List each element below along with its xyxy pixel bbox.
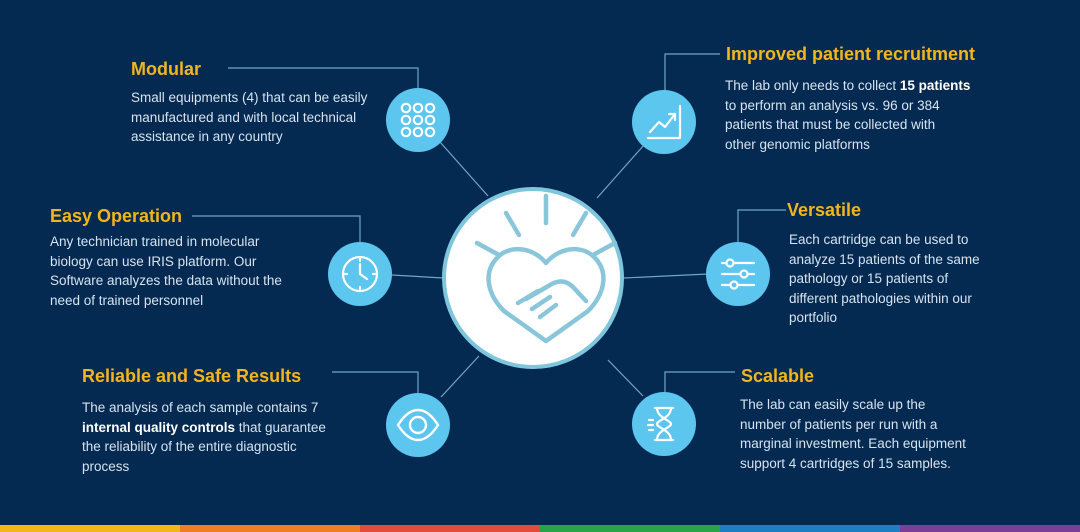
recruitment-desc-line: patients that must be collected with [725,117,936,132]
eye-icon [396,408,440,442]
connector-reliable [332,371,419,393]
modular-desc-line: assistance in any country [131,129,283,144]
versatile-desc-line: Each cartridge can be used to [789,232,969,247]
versatile-desc-line: different pathologies within our [789,290,972,306]
connector-easy-operation-center [391,274,444,279]
center-circle [442,187,624,369]
recruitment-title: Improved patient recruitment [726,44,976,64]
modular-title: Modular [131,59,201,79]
reliable-title: Reliable and Safe Results [82,366,302,386]
modular-description: Small equipments (4) that can be easily … [131,88,367,147]
connector-modular-center [439,141,489,197]
easy-operation-title: Easy Operation [50,206,183,226]
versatile-icon-circle [706,242,770,306]
connector-scalable-center [607,359,644,397]
recruitment-desc-pre: The lab only needs to collect [725,78,900,93]
versatile-desc-line: analyze 15 patients of the same [789,251,980,267]
scalable-title: Scalable [741,366,815,386]
reliable-desc-rest: that guarantee [235,419,326,435]
connector-versatile [737,209,786,242]
scalable-desc-line: marginal investment. Each equipment [740,436,966,451]
modular-icon-circle [386,88,450,152]
bottom-bar-segment [0,525,180,532]
recruitment-description: The lab only needs to collect 15 patient… [725,76,970,154]
reliable-desc-line: the reliability of the entire diagnostic [82,439,297,454]
connector-modular [228,67,419,90]
scalable-icon-circle [632,392,696,456]
bottom-bar-segment [180,525,360,532]
sliders-icon [720,258,756,290]
reliable-desc-line: The analysis of each sample contains 7 [82,400,319,415]
connector-scalable [664,371,735,394]
recruitment-icon-circle [632,90,696,154]
reliable-desc-line: internal quality controls that guarantee [82,418,326,438]
easy-operation-desc-line: biology can use IRIS platform. Our [50,253,257,269]
reliable-icon-circle [386,393,450,457]
bottom-bar-segment [540,525,720,532]
reliable-desc-bold: internal quality controls [82,419,236,435]
modular-desc-line: manufactured and with local technical [131,109,357,125]
versatile-desc-line: pathology or 15 patients of [789,271,949,286]
scalable-description: The lab can easily scale up the number o… [740,395,966,473]
reliable-description: The analysis of each sample contains 7 i… [82,398,326,476]
hourglass-icon [646,406,675,442]
easy-operation-desc-line: Software analyzes the data without the [50,273,282,288]
connector-recruitment-center [596,144,645,199]
bottom-bar-segment [360,525,540,532]
connector-versatile-center [623,273,709,279]
easy-operation-description: Any technician trained in molecular biol… [50,232,282,310]
versatile-desc-line: portfolio [789,310,838,325]
clock-icon [341,255,379,293]
reliable-desc-line: process [82,458,130,474]
versatile-title: Versatile [787,200,862,220]
scalable-desc-line: The lab can easily scale up the [740,397,926,412]
bottom-bar-segment [900,525,1080,532]
scalable-desc-line: number of patients per run with a [740,416,938,432]
scalable-desc-line: support 4 cartridges of 15 samples. [740,455,951,471]
recruitment-desc-line: other genomic platforms [725,136,870,152]
connector-easy-operation [192,215,361,244]
easy-operation-icon-circle [328,242,392,306]
connector-recruitment [664,53,720,92]
modular-desc-line: Small equipments (4) that can be easily [131,90,368,105]
heart-handshake-icon [474,193,618,344]
bottom-color-bar [0,525,1080,532]
easy-operation-desc-line: need of trained personnel [50,292,204,308]
trend-chart-icon [646,104,682,140]
connector-reliable-center [440,355,480,398]
easy-operation-desc-line: Any technician trained in molecular [50,234,260,249]
versatile-description: Each cartridge can be used to analyze 15… [789,230,980,328]
bottom-bar-segment [720,525,900,532]
recruitment-desc-line: to perform an analysis vs. 96 or 384 [725,97,940,113]
grid-dots-icon [400,102,436,138]
recruitment-desc-bold: 15 patients [899,78,971,93]
recruitment-desc-line: The lab only needs to collect 15 patient… [725,76,970,96]
